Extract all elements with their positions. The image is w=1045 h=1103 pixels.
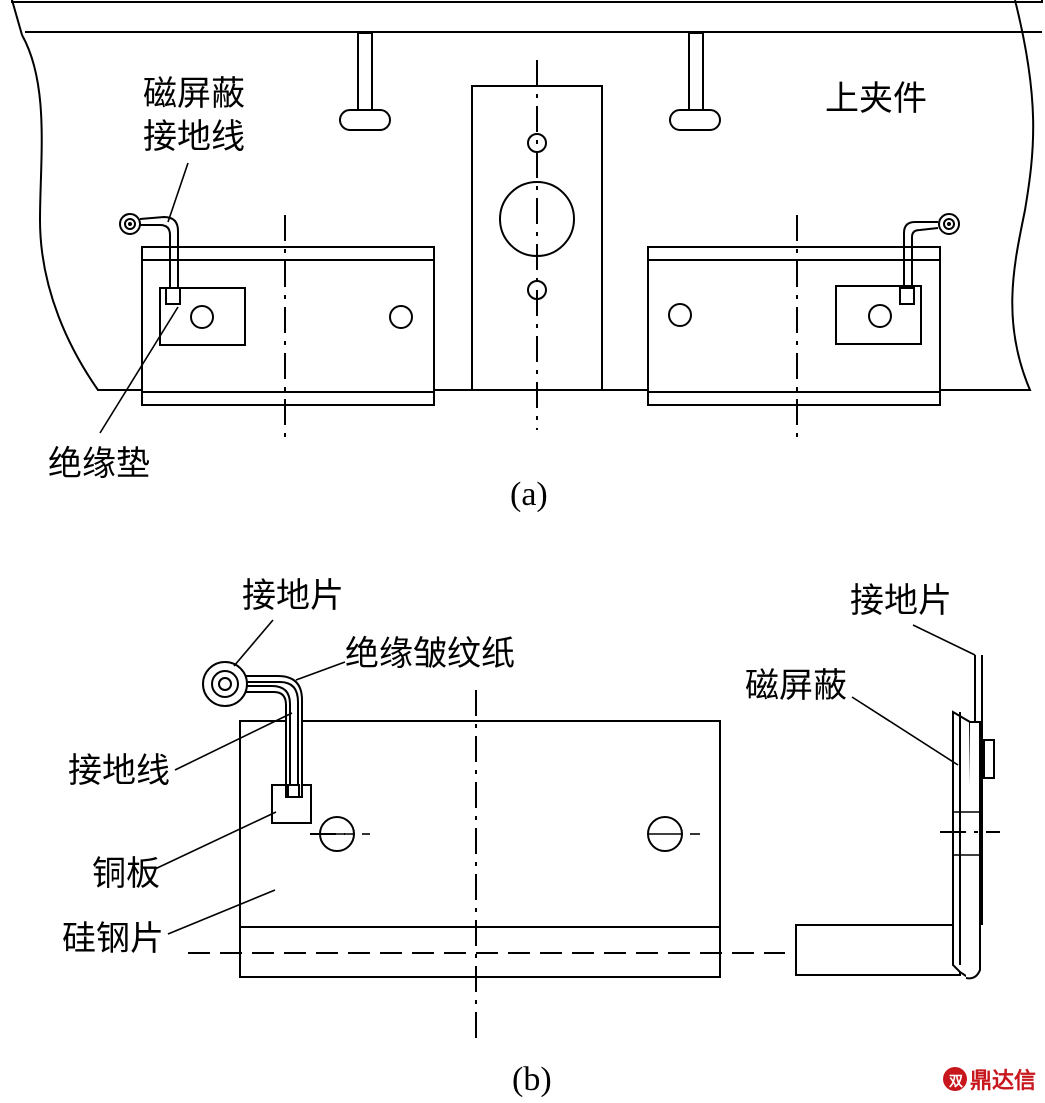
label-upper-clamp: 上夹件 — [825, 79, 927, 119]
leader-silicon-steel — [167, 889, 276, 935]
label-silicon-steel-sheet: 硅钢片 — [62, 919, 164, 959]
leader-ground-strip-right — [912, 624, 976, 656]
label-shield-ground-wire-1: 磁屏蔽 — [143, 74, 245, 114]
caption-b: (b) — [512, 1061, 552, 1098]
watermark-logo: 双 鼎达信 — [943, 1067, 1036, 1094]
shield-block-right — [647, 213, 960, 445]
clamp-bolt-left — [339, 32, 391, 131]
clamp-left-edge — [11, 0, 23, 36]
side-view — [795, 655, 1000, 980]
label-ground-strip-right: 接地片 — [850, 581, 952, 621]
label-ground-strip-left: 接地片 — [242, 576, 344, 616]
silicon-steel-plate — [239, 690, 721, 1045]
watermark-icon — [943, 1067, 967, 1091]
center-plate — [471, 60, 603, 430]
clamp-bolt-right — [669, 32, 721, 131]
leader-insulation-pad — [99, 306, 179, 434]
leader-ground-strip-left — [233, 619, 274, 667]
label-insulating-crepe-paper: 绝缘皱纹纸 — [345, 634, 515, 674]
label-insulation-pad: 绝缘垫 — [48, 444, 150, 484]
label-shield-ground-wire-2: 接地线 — [143, 117, 245, 157]
svg-text:双: 双 — [949, 1074, 963, 1090]
figure-a: 磁屏蔽 接地线 上夹件 绝缘垫 (a) — [11, 0, 1043, 513]
leader-copper-plate — [154, 811, 277, 870]
caption-a: (a) — [510, 476, 548, 513]
leader-ground-wire — [174, 712, 293, 771]
insulation-pad-left — [159, 287, 246, 346]
label-ground-wire: 接地线 — [68, 751, 170, 791]
ground-strip-ring — [202, 661, 248, 707]
shield-block-left — [119, 213, 435, 445]
copper-tab-left — [165, 287, 181, 305]
leader-shield-ground-wire — [167, 162, 189, 223]
label-copper-plate: 铜板 — [92, 854, 160, 894]
figure-b: 接地片 绝缘皱纹纸 接地线 铜板 硅钢片 接地片 磁屏蔽 (b) — [62, 576, 1000, 1098]
watermark-text: 鼎达信 — [970, 1068, 1036, 1094]
label-magnetic-shield: 磁屏蔽 — [745, 666, 847, 706]
copper-tab-right — [899, 287, 915, 305]
leader-crepe-paper — [295, 661, 346, 681]
leader-magnetic-shield — [851, 696, 959, 766]
